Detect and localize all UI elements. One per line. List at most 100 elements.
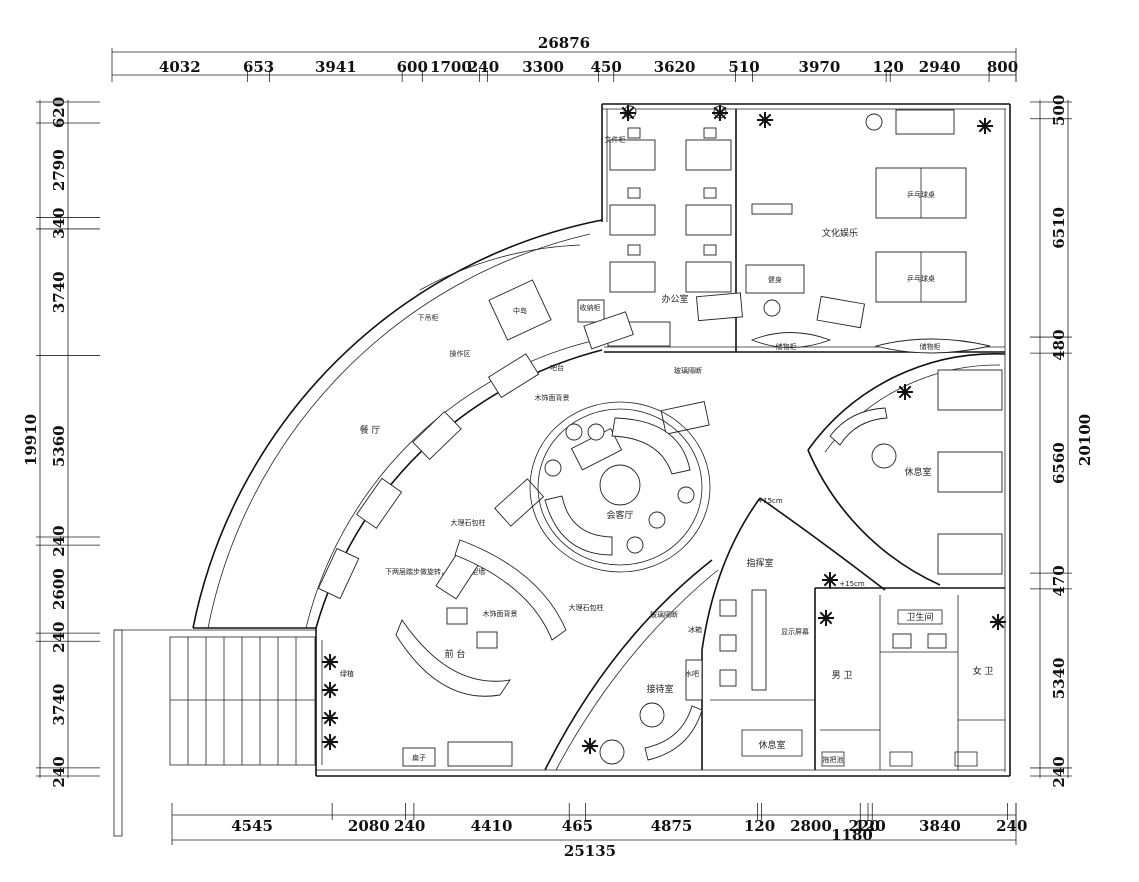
right-dim-6: 240: [1050, 756, 1068, 787]
right-dim-2: 480: [1050, 329, 1068, 360]
right-dim-3: 6560: [1050, 442, 1068, 484]
top-dim-1: 653: [243, 58, 274, 76]
bathroom-label: 卫生间: [906, 611, 933, 623]
culture-room: 文化娱乐 乒乓球桌 乒乓球桌 健身 储物柜 储物柜: [745, 109, 991, 354]
fridge-label: 冰箱: [688, 625, 702, 634]
step-note: 下两层踏步做旋转，上面 造型墙: [385, 567, 485, 576]
front-desk-area: 前 台 大理石包柱 大理石包柱 木饰面背景 扁子: [395, 518, 604, 767]
fitness-label: 健身: [768, 275, 782, 284]
bottom-total-dim: 25135: [564, 842, 616, 860]
bottom-dim-3: 4410: [471, 817, 513, 835]
left-dim-4: 5360: [50, 425, 68, 467]
left-dim-2: 340: [50, 208, 68, 239]
glass-partition-2: 玻璃隔断: [650, 610, 678, 619]
bottom-dim-8: 220: [848, 817, 879, 835]
dining-area: 中岛 下吊柜 操作区 餐 厅 吧台 木饰面背景 下两层踏步做旋转，上面 造型墙: [317, 279, 866, 600]
left-dim-8: 3740: [50, 684, 68, 726]
left-dim-7: 240: [50, 622, 68, 653]
prep-label: 操作区: [450, 349, 471, 358]
top-dim-8: 3620: [654, 58, 696, 76]
left-dim-9: 240: [50, 756, 68, 787]
raise-2: +15cm: [839, 580, 865, 588]
top-dim-0: 4032: [159, 58, 201, 76]
bottom-dim-2: 240: [394, 817, 425, 835]
mop-1: 拖把池: [823, 755, 844, 764]
bottom-dim-10: 3840: [919, 817, 961, 835]
table-tennis-2: 乒乓球桌: [907, 274, 935, 283]
kitchen-cab-label: 下吊柜: [418, 313, 439, 322]
green-label: 绿植: [340, 669, 354, 678]
bottom-dim-1: 2080: [348, 817, 390, 835]
wood-wall-label: 木饰面背景: [535, 393, 570, 402]
left-dimension-chain: 620 2790 340 3740 5360 240 2600 240 3740 240 1991…: [22, 97, 100, 788]
raise-1: +15cm: [757, 497, 783, 505]
stairs: [113, 629, 316, 837]
island-label: 中岛: [513, 306, 527, 315]
rest-room-label-1: 休息室: [904, 466, 931, 478]
table-tennis-1: 乒乓球桌: [907, 190, 935, 199]
left-dim-5: 240: [50, 525, 68, 556]
top-dim-2: 3941: [315, 58, 357, 76]
storage-label: 收纳柜: [580, 303, 601, 312]
right-dim-4: 470: [1050, 565, 1068, 596]
top-dim-13: 800: [987, 58, 1018, 76]
office-furniture: 办公室: [577, 105, 732, 347]
dining-label: 餐 厅: [360, 424, 381, 436]
right-dimension-chain: 500 6510 480 6560 470 5340 240 20100: [1030, 95, 1094, 788]
sign-label: 扁子: [412, 753, 426, 762]
bottom-extra-dim: 1180: [831, 826, 873, 844]
screen-label: 显示屏幕: [781, 627, 809, 636]
reception-label: 接待室: [646, 683, 673, 695]
bottom-dim-11: 240: [996, 817, 1027, 835]
left-total-dim: 19910: [22, 414, 40, 466]
top-dim-10: 3970: [799, 58, 841, 76]
rest-room-label-2: 休息室: [758, 739, 785, 751]
top-dim-3: 600: [397, 58, 428, 76]
director-room: 指挥室 显示屏幕 +15cm +15cm: [719, 497, 865, 691]
office-label: 办公室: [661, 293, 688, 305]
file-cabinet-label: 文件柜: [605, 135, 626, 144]
meeting-label: 会客厅: [606, 509, 633, 521]
bottom-dim-9: 120: [854, 817, 885, 835]
wood-wall-label-2: 木饰面背景: [483, 609, 518, 618]
top-dim-9: 510: [728, 58, 759, 76]
bar-label: 吧台: [550, 363, 564, 372]
cabinet-2: 储物柜: [920, 342, 941, 351]
right-dim-0: 500: [1050, 95, 1068, 126]
top-dim-7: 450: [590, 58, 621, 76]
plants: [322, 105, 1006, 754]
meeting-room: 会客厅: [529, 401, 711, 573]
left-dim-6: 2600: [50, 568, 68, 610]
male-wc-label: 男 卫: [832, 670, 853, 681]
left-dim-0: 620: [50, 97, 68, 128]
bottom-dim-6: 120: [744, 817, 775, 835]
front-desk-label: 前 台: [445, 648, 466, 660]
rest-room-2: 休息室: [741, 729, 803, 757]
top-dim-12: 2940: [919, 58, 961, 76]
water-bar-label: 水吧: [685, 669, 699, 678]
top-total-dim: 26876: [538, 34, 590, 52]
top-dim-11: 120: [873, 58, 904, 76]
top-dim-5: 240: [468, 58, 499, 76]
bottom-dim-5: 4875: [651, 817, 693, 835]
cabinet-1: 储物柜: [776, 342, 797, 351]
left-dim-1: 2790: [50, 149, 68, 191]
right-dim-5: 5340: [1050, 658, 1068, 700]
bathroom: 卫生间 男 卫 女 卫 拖把池: [821, 609, 994, 767]
marble-col-2: 大理石包柱: [569, 603, 604, 612]
glass-partition-label: 玻璃隔断: [674, 366, 702, 375]
right-dim-1: 6510: [1050, 207, 1068, 249]
right-total-dim: 20100: [1076, 414, 1094, 466]
bottom-dim-4: 465: [562, 817, 593, 835]
top-dim-4: 1700: [430, 58, 472, 76]
culture-label: 文化娱乐: [822, 227, 858, 239]
female-wc-label: 女 卫: [973, 665, 994, 677]
marble-col-1: 大理石包柱: [451, 518, 486, 527]
left-dim-3: 3740: [50, 271, 68, 313]
reception-room: 接待室 水吧 玻璃隔断 冰箱: [599, 610, 703, 765]
exterior-walls: [192, 103, 1011, 777]
bottom-dim-0: 4545: [231, 817, 273, 835]
rest-room: 休息室: [829, 369, 1003, 575]
